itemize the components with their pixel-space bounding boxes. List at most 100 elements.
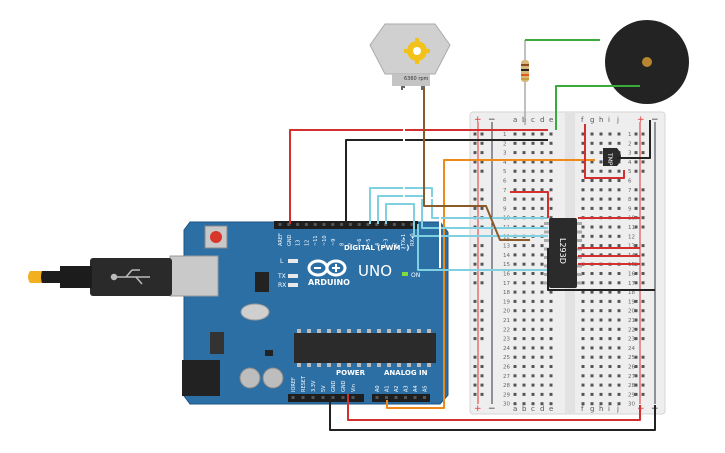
bb-hole[interactable] [590, 365, 594, 368]
bb-hole[interactable] [549, 365, 553, 368]
bb-hole[interactable] [522, 244, 526, 248]
bb-hole[interactable] [608, 383, 612, 387]
rail-hole[interactable] [641, 327, 645, 331]
bb-hole[interactable] [608, 141, 612, 145]
bb-hole[interactable] [617, 272, 621, 275]
bb-hole[interactable] [590, 141, 594, 145]
rail-hole[interactable] [634, 169, 638, 173]
bb-hole[interactable] [549, 216, 553, 220]
bb-hole[interactable] [531, 244, 535, 248]
bb-hole[interactable] [581, 374, 585, 378]
bb-hole[interactable] [540, 160, 544, 164]
bb-hole[interactable] [581, 392, 585, 396]
bb-hole[interactable] [599, 355, 603, 359]
rail-hole[interactable] [480, 383, 484, 387]
bb-hole[interactable] [599, 253, 603, 257]
bb-hole[interactable] [599, 365, 603, 368]
digital-header[interactable] [274, 221, 418, 229]
bb-hole[interactable] [599, 206, 603, 210]
bb-hole[interactable] [617, 402, 621, 406]
bb-hole[interactable] [617, 309, 621, 313]
rail-hole[interactable] [634, 281, 638, 285]
header-pin-socket[interactable] [351, 396, 355, 399]
bb-hole[interactable] [549, 383, 553, 387]
bb-hole[interactable] [617, 365, 621, 368]
rail-hole[interactable] [634, 206, 638, 210]
header-pin-socket[interactable] [278, 223, 282, 226]
bb-hole[interactable] [540, 318, 544, 322]
bb-hole[interactable] [590, 318, 594, 322]
rail-hole[interactable] [634, 392, 638, 396]
bb-hole[interactable] [522, 141, 526, 145]
bb-hole[interactable] [590, 281, 594, 285]
rail-hole[interactable] [634, 272, 638, 275]
bb-hole[interactable] [531, 262, 535, 266]
analog-header[interactable] [372, 394, 430, 402]
bb-hole[interactable] [513, 206, 517, 210]
usb-port[interactable] [169, 255, 219, 297]
bb-hole[interactable] [599, 337, 603, 341]
rail-hole[interactable] [480, 141, 484, 145]
bb-hole[interactable] [617, 374, 621, 378]
bb-hole[interactable] [617, 253, 621, 257]
rail-hole[interactable] [634, 299, 638, 303]
bb-hole[interactable] [540, 151, 544, 155]
bb-hole[interactable] [522, 346, 526, 350]
rail-hole[interactable] [641, 197, 645, 201]
bb-hole[interactable] [581, 141, 585, 145]
rail-hole[interactable] [634, 365, 638, 368]
bb-hole[interactable] [599, 299, 603, 303]
bb-hole[interactable] [522, 179, 526, 182]
header-pin-socket[interactable] [331, 223, 335, 226]
bb-hole[interactable] [540, 299, 544, 303]
rail-hole[interactable] [641, 141, 645, 145]
rail-hole[interactable] [634, 225, 638, 229]
bb-hole[interactable] [513, 160, 517, 164]
bb-hole[interactable] [540, 309, 544, 313]
rail-hole[interactable] [473, 337, 477, 341]
bb-hole[interactable] [608, 402, 612, 406]
bb-hole[interactable] [581, 206, 585, 210]
header-pin-socket[interactable] [322, 223, 326, 226]
bb-hole[interactable] [608, 299, 612, 303]
bb-hole[interactable] [599, 169, 603, 173]
rail-hole[interactable] [473, 374, 477, 378]
bb-hole[interactable] [617, 188, 621, 192]
bb-hole[interactable] [608, 188, 612, 192]
power-header[interactable] [288, 394, 364, 402]
bb-hole[interactable] [590, 151, 594, 155]
bb-hole[interactable] [540, 197, 544, 201]
bb-hole[interactable] [549, 132, 553, 136]
rail-hole[interactable] [473, 281, 477, 285]
bb-hole[interactable] [581, 383, 585, 387]
rail-hole[interactable] [634, 151, 638, 155]
bb-hole[interactable] [513, 272, 517, 275]
piezo-buzzer[interactable] [605, 20, 689, 104]
bb-hole[interactable] [540, 327, 544, 331]
bb-hole[interactable] [522, 253, 526, 257]
bb-hole[interactable] [531, 318, 535, 322]
bb-hole[interactable] [599, 132, 603, 136]
rail-hole[interactable] [480, 244, 484, 248]
bb-hole[interactable] [549, 188, 553, 192]
bb-hole[interactable] [531, 281, 535, 285]
rail-hole[interactable] [473, 262, 477, 266]
bb-hole[interactable] [540, 346, 544, 350]
bb-hole[interactable] [522, 383, 526, 387]
bb-hole[interactable] [513, 309, 517, 313]
bb-hole[interactable] [540, 337, 544, 341]
bb-hole[interactable] [599, 402, 603, 406]
rail-hole[interactable] [473, 355, 477, 359]
header-pin-socket[interactable] [413, 396, 417, 399]
bb-hole[interactable] [608, 253, 612, 257]
rail-hole[interactable] [473, 253, 477, 257]
bb-hole[interactable] [617, 141, 621, 145]
bb-hole[interactable] [540, 383, 544, 387]
bb-hole[interactable] [549, 392, 553, 396]
bb-hole[interactable] [549, 151, 553, 155]
rail-hole[interactable] [480, 206, 484, 210]
bb-hole[interactable] [531, 132, 535, 136]
bb-hole[interactable] [590, 299, 594, 303]
bb-hole[interactable] [617, 234, 621, 238]
bb-hole[interactable] [531, 141, 535, 145]
